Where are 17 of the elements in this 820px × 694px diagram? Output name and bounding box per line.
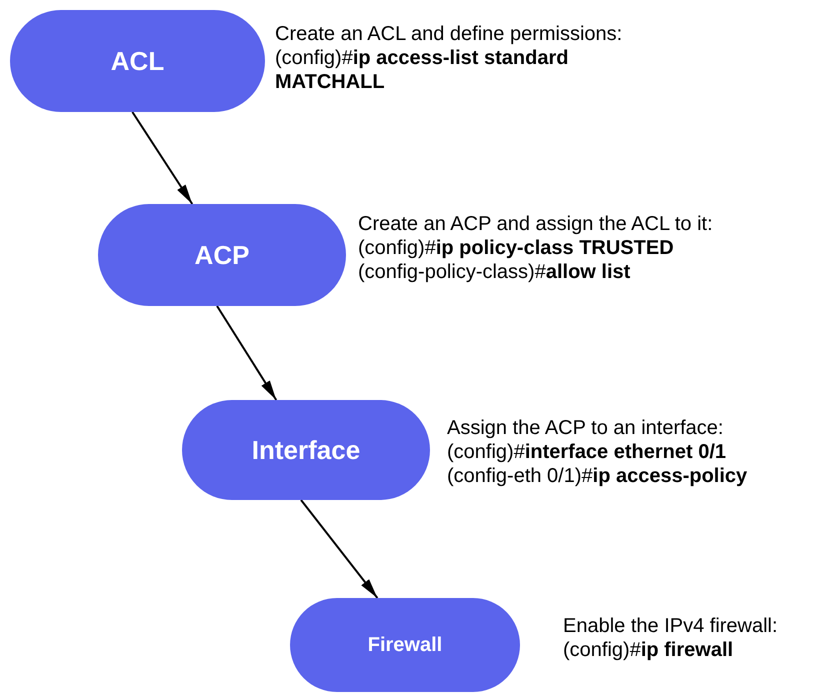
arrow [132,111,194,205]
command-text: (config)#interface ethernet 0/1 [447,440,728,464]
step-description: Enable the IPv4 firewall: [563,614,779,638]
arrow [300,499,378,599]
node-label: ACP [194,240,250,270]
arrow [216,305,278,401]
command-text: (config-policy-class)#allow list [358,260,632,284]
node-label: Firewall [368,634,442,656]
command-text: (config)#ip access-list standard MATCHALL [275,46,570,94]
step-description: Create an ACP and assign the ACL to it: [358,212,714,236]
step-description: Create an ACL and define permissions: [275,22,624,46]
command-text: (config-eth 0/1)#ip access-policy [447,464,748,488]
command-text: (config)#ip policy-class TRUSTED [358,236,675,260]
node-label: ACL [110,46,164,76]
step-description: Assign the ACP to an interface: [447,416,724,440]
node-label: Interface [252,434,360,466]
command-text: (config)#ip firewall [563,638,734,662]
